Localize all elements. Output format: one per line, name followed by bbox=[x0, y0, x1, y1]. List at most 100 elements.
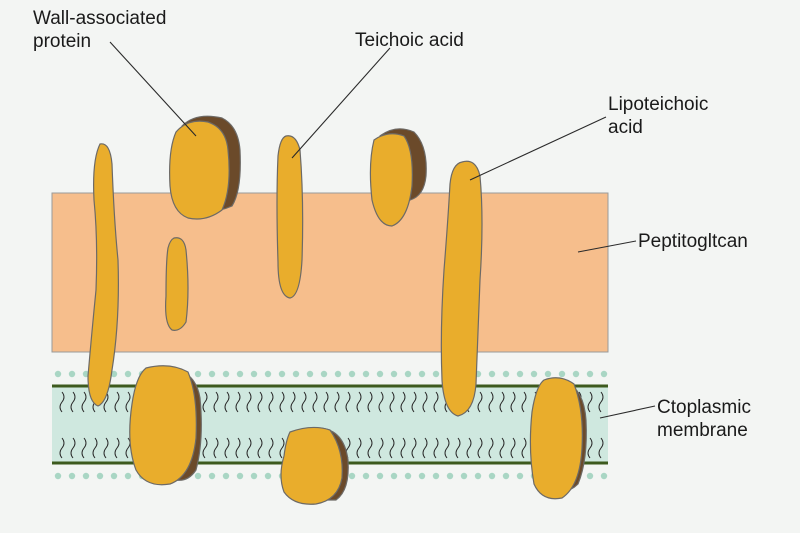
lipid-tail bbox=[114, 437, 120, 459]
lipid-head bbox=[334, 370, 342, 378]
membrane-protein-right bbox=[529, 377, 587, 500]
lipid-tail bbox=[70, 437, 76, 459]
peptidoglycan-layer bbox=[51, 192, 609, 353]
label-line: Peptitogltcan bbox=[638, 231, 748, 252]
lipid-head bbox=[474, 472, 482, 480]
lipid-head bbox=[530, 370, 538, 378]
leader-teichoic bbox=[291, 47, 391, 159]
lipid-head bbox=[502, 370, 510, 378]
lipid-tail bbox=[202, 437, 208, 459]
lipid-tail bbox=[103, 391, 109, 413]
lipid-head bbox=[404, 370, 412, 378]
lipid-tail bbox=[202, 391, 208, 413]
wall-associated-protein bbox=[169, 115, 241, 220]
lipid-tail bbox=[81, 437, 87, 459]
lipid-head bbox=[586, 472, 594, 480]
lipid-tail bbox=[433, 391, 439, 413]
lipid-tail bbox=[521, 391, 527, 413]
lipid-tail bbox=[268, 391, 274, 413]
lipid-tail bbox=[411, 391, 417, 413]
lipid-head bbox=[376, 472, 384, 480]
lipid-head bbox=[572, 370, 580, 378]
lipid-head bbox=[82, 472, 90, 480]
lipid-tail bbox=[400, 391, 406, 413]
lipid-head bbox=[292, 370, 300, 378]
lipid-head bbox=[278, 370, 286, 378]
lipid-tail bbox=[488, 437, 494, 459]
lipid-tail bbox=[92, 437, 98, 459]
label-line: Lipoteichoic bbox=[608, 94, 709, 115]
lipid-head bbox=[194, 370, 202, 378]
lipid-tail bbox=[455, 437, 461, 459]
lipid-tail bbox=[59, 437, 65, 459]
lipid-tail bbox=[125, 391, 131, 413]
lipid-head bbox=[222, 472, 230, 480]
lipid-head bbox=[236, 472, 244, 480]
lipid-tail bbox=[235, 391, 241, 413]
label-line: membrane bbox=[657, 420, 748, 441]
lipid-head bbox=[516, 370, 524, 378]
lipid-tail bbox=[224, 437, 230, 459]
protein-body bbox=[529, 377, 583, 500]
lipid-tail bbox=[70, 391, 76, 413]
lipid-head bbox=[208, 472, 216, 480]
lipid-head bbox=[600, 370, 608, 378]
lipid-tail bbox=[422, 391, 428, 413]
lipoteichoic-acid-label: Lipoteichoic acid bbox=[608, 93, 708, 139]
lipid-tail bbox=[598, 391, 604, 413]
lipid-head bbox=[432, 370, 440, 378]
membrane-protein-left bbox=[129, 365, 202, 486]
wall-associated-protein-label: Wall-associated protein bbox=[33, 7, 166, 53]
protein-body bbox=[369, 133, 413, 227]
lipoteichoic-acid-left bbox=[87, 143, 119, 407]
lipid-head bbox=[54, 370, 62, 378]
lipid-head bbox=[362, 370, 370, 378]
lipid-tail bbox=[510, 437, 516, 459]
lipid-tail bbox=[510, 391, 516, 413]
lipid-tail bbox=[103, 437, 109, 459]
lipid-head bbox=[404, 472, 412, 480]
lipid-head bbox=[586, 370, 594, 378]
lipid-head bbox=[194, 472, 202, 480]
lipid-head bbox=[446, 472, 454, 480]
lipid-tail bbox=[499, 437, 505, 459]
lipid-tails bbox=[59, 391, 604, 459]
lipid-tail bbox=[59, 391, 65, 413]
lipid-tail bbox=[257, 391, 263, 413]
lipid-tail bbox=[114, 391, 120, 413]
lipid-head bbox=[558, 370, 566, 378]
lipid-head bbox=[544, 370, 552, 378]
leader-lines bbox=[109, 41, 656, 419]
leader-membrane bbox=[599, 405, 656, 419]
lipid-tail bbox=[587, 437, 593, 459]
lipid-tail bbox=[598, 437, 604, 459]
lipid-head bbox=[502, 472, 510, 480]
lipid-tail bbox=[400, 437, 406, 459]
lipid-tail bbox=[213, 437, 219, 459]
label-line: Wall-associated bbox=[33, 8, 167, 29]
lipid-head bbox=[418, 370, 426, 378]
lipid-head bbox=[250, 472, 258, 480]
lipid-head bbox=[124, 472, 132, 480]
lipid-tail bbox=[378, 391, 384, 413]
lipid-head bbox=[222, 370, 230, 378]
lipid-tail bbox=[81, 391, 87, 413]
lipid-tail bbox=[312, 391, 318, 413]
surface-protein bbox=[369, 128, 427, 227]
membrane-protein-center bbox=[280, 426, 349, 505]
lipid-tail bbox=[466, 437, 472, 459]
lipid-tail bbox=[422, 437, 428, 459]
label-line: protein bbox=[33, 31, 92, 52]
lipid-tail bbox=[290, 391, 296, 413]
lipid-tail bbox=[499, 391, 505, 413]
leader-wall-protein bbox=[109, 41, 197, 137]
lipid-tail bbox=[378, 437, 384, 459]
lipid-head bbox=[68, 472, 76, 480]
lipid-head bbox=[376, 370, 384, 378]
lipid-tail bbox=[587, 391, 593, 413]
lipid-tail bbox=[268, 437, 274, 459]
lipid-tail bbox=[301, 391, 307, 413]
lipid-tail bbox=[246, 437, 252, 459]
lipid-head bbox=[250, 370, 258, 378]
